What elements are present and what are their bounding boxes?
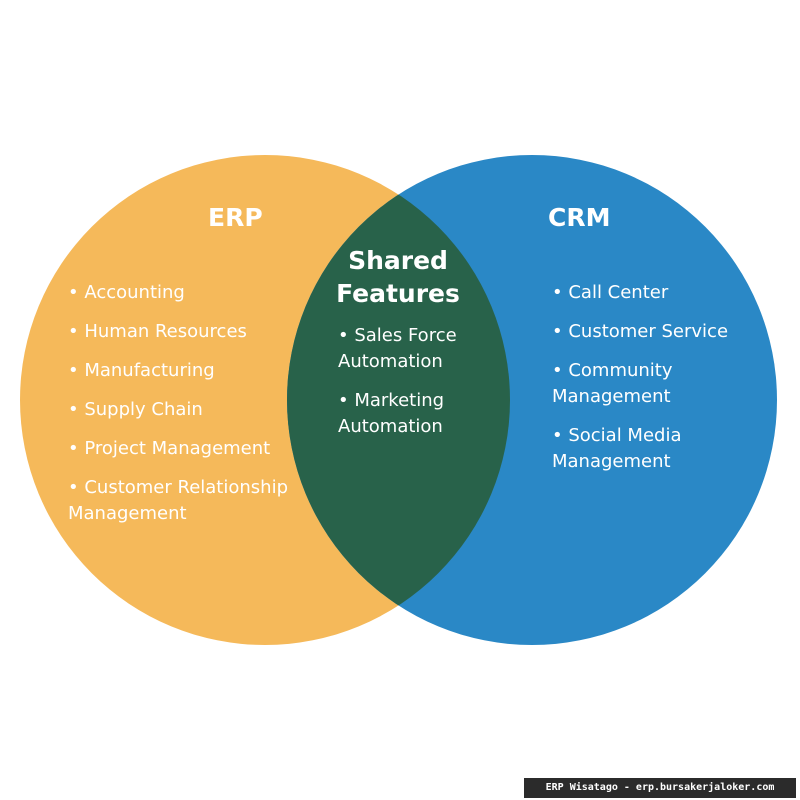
list-item: • Human Resources: [68, 321, 247, 342]
overlap-region: [287, 155, 510, 645]
list-item: • Customer Relationship Management: [68, 477, 288, 524]
erp-title: ERP: [208, 203, 263, 232]
erp-feature-list: • Accounting • Human Resources • Manufac…: [68, 280, 304, 540]
list-item: • Community Management: [552, 360, 673, 407]
shared-title-line1: Shared: [348, 246, 448, 275]
shared-title-line2: Features: [336, 279, 460, 308]
list-item: • Accounting: [68, 282, 185, 303]
list-item: • Project Management: [68, 438, 271, 459]
crm-feature-list: • Call Center • Customer Service • Commu…: [552, 280, 742, 488]
shared-features-title: Shared Features: [298, 244, 498, 310]
list-item: • Call Center: [552, 282, 669, 303]
list-item: • Manufacturing: [68, 360, 215, 381]
list-item: • Customer Service: [552, 321, 729, 342]
watermark-caption: ERP Wisatago - erp.bursakerjaloker.com: [524, 778, 796, 798]
list-item: • Supply Chain: [68, 399, 203, 420]
list-item: • Sales Force Automation: [338, 325, 457, 372]
list-item: • Social Media Management: [552, 425, 682, 472]
crm-title: CRM: [548, 203, 611, 232]
list-item: • Marketing Automation: [338, 390, 445, 437]
shared-feature-list: • Sales Force Automation • Marketing Aut…: [338, 323, 468, 453]
